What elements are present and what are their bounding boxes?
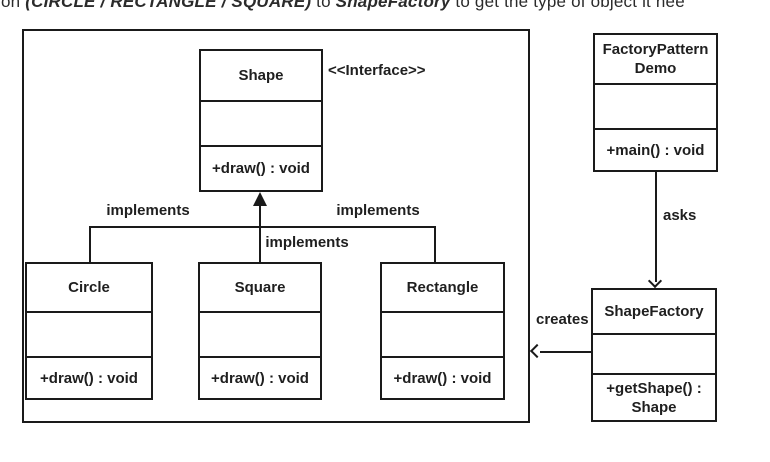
class-name-text: ShapeFactory [604,303,704,320]
circle-connector-stub [89,228,91,262]
class-name: FactoryPatternDemo [595,35,716,85]
up-arrowhead-icon [253,192,267,206]
class-name: Rectangle [382,264,503,313]
caption-segment-emphasis: (CIRCLE / RECTANGLE / SQUARE) [25,0,312,11]
down-arrowhead-icon [647,273,663,289]
class-name-text: Shape [238,67,284,84]
implements-horizontal-line [89,226,436,228]
class-name: ShapeFactory [593,290,715,335]
class-methods: +main() : void [606,141,705,159]
uml-class-square: Square +draw() : void [198,262,322,400]
top-caption-text: on (CIRCLE / RECTANGLE / SQUARE) to Shap… [1,0,685,12]
class-name: Circle [27,264,151,313]
asks-connector-line [655,172,657,282]
class-methods: +draw() : void [40,369,138,387]
class-name: Shape [201,51,321,102]
class-name: Square [200,264,320,313]
class-attributes [201,102,321,147]
class-attributes [27,313,151,358]
caption-segment-emphasis: ShapeFactory [335,0,451,11]
caption-segment: on [1,0,26,11]
rectangle-connector-stub [434,228,436,262]
left-arrowhead-icon [529,343,545,359]
class-methods: +draw() : void [212,160,310,177]
implements-label-left: implements [106,202,190,219]
caption-segment: to get the type of object it nee [450,0,685,11]
class-name-text: Rectangle [406,279,479,296]
creates-connector-line [540,351,591,353]
inheritance-connector-line [259,196,261,262]
uml-class-rectangle: Rectangle +draw() : void [380,262,505,400]
class-attributes [593,335,715,375]
class-methods: +draw() : void [211,369,309,387]
class-attributes [382,313,503,358]
uml-class-shape: Shape +draw() : void [199,49,323,192]
uml-class-shape-factory: ShapeFactory +getShape() : Shape [591,288,717,422]
implements-label-center: implements [265,234,349,251]
asks-label: asks [663,207,697,224]
implements-label-right: implements [336,202,420,219]
class-methods: +draw() : void [393,369,492,387]
class-name-text: Square [234,279,286,296]
caption-segment: to [311,0,336,11]
class-name-text: FactoryPatternDemo [602,41,709,77]
class-attributes [595,85,716,130]
class-name-text: Circle [68,279,110,296]
class-attributes [200,313,320,358]
interface-stereotype-label: <<Interface>> [328,62,426,79]
creates-label: creates [536,311,589,328]
uml-class-factory-pattern-demo: FactoryPatternDemo +main() : void [593,33,718,172]
uml-class-circle: Circle +draw() : void [25,262,153,400]
class-methods: +getShape() : Shape [606,379,702,416]
